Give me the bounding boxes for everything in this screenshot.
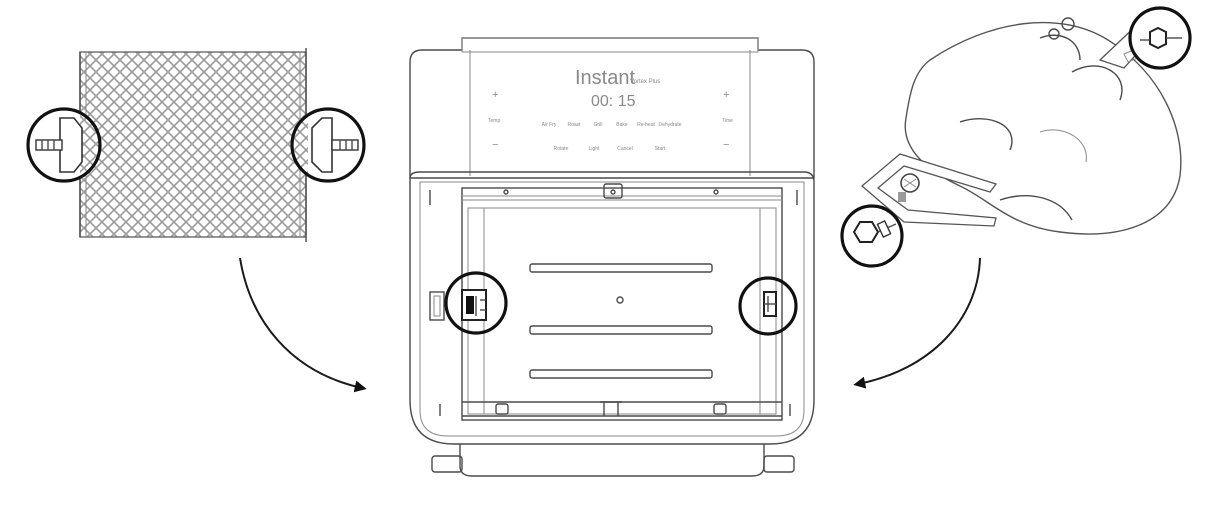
- temp-plus-button[interactable]: +: [492, 89, 498, 101]
- program-button-3[interactable]: Bake: [616, 122, 628, 128]
- program-button-5[interactable]: Dehydrate: [658, 122, 681, 128]
- curved-arrow-icon: [239, 257, 367, 393]
- temp-label: Temp: [488, 118, 500, 124]
- program-button-0[interactable]: Air Fry: [542, 122, 557, 128]
- basket-right-mount-callout: [290, 107, 366, 183]
- air-fryer-oven: [409, 37, 815, 477]
- function-button-1[interactable]: Light: [589, 146, 600, 152]
- function-buttons: Rotate Light Cancel Start: [554, 146, 666, 152]
- program-button-1[interactable]: Roast: [567, 122, 581, 128]
- rotisserie-basket-icon: [79, 48, 307, 242]
- control-panel: Instant Vortex Plus 00: 15 + Temp − + Ti…: [488, 67, 733, 152]
- function-button-0[interactable]: Rotate: [554, 146, 569, 152]
- brand-model: Vortex Plus: [630, 79, 660, 85]
- program-button-4[interactable]: Re-heat: [637, 122, 655, 128]
- spit-end-callout-top: [1128, 6, 1192, 70]
- time-plus-button[interactable]: +: [723, 89, 729, 101]
- time-label: Time: [722, 118, 733, 124]
- spit-end-callout-bottom: [840, 204, 904, 268]
- basket-left-mount-callout: [26, 107, 102, 183]
- time-minus-button[interactable]: −: [723, 139, 729, 151]
- time-display: 00: 15: [591, 93, 636, 110]
- oven-left-socket-callout: [444, 271, 508, 335]
- curved-arrow-icon: [853, 257, 981, 389]
- program-button-2[interactable]: Grill: [594, 122, 603, 128]
- oven-right-socket-callout: [738, 276, 798, 336]
- function-button-3[interactable]: Start: [655, 146, 666, 152]
- function-button-2[interactable]: Cancel: [617, 146, 633, 152]
- brand-name: Instant: [575, 67, 635, 89]
- temp-minus-button[interactable]: −: [492, 139, 498, 151]
